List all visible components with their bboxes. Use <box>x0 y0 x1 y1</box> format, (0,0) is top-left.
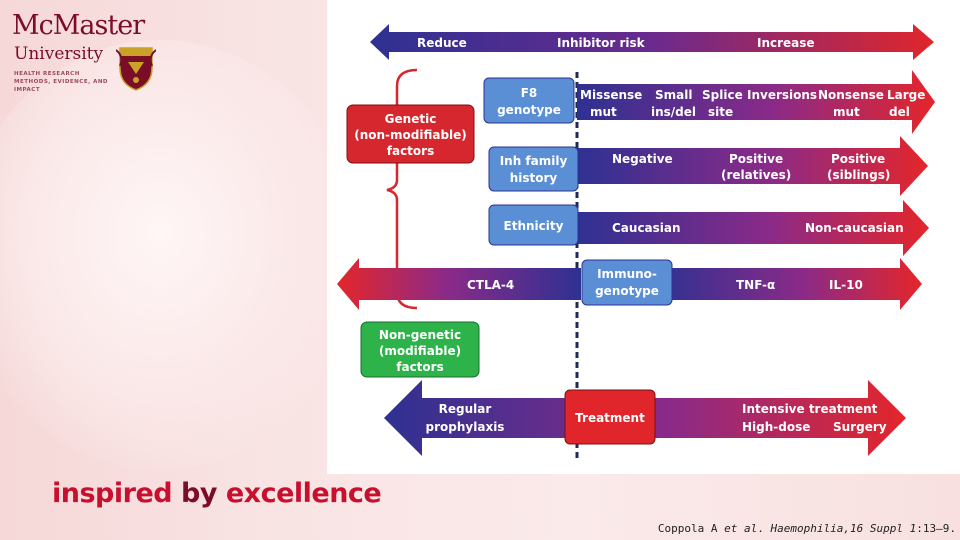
risk-reduce-label: Reduce <box>417 36 467 50</box>
citation-journal: Haemophilia <box>770 522 844 535</box>
nongenetic-box-line1: Non-genetic <box>379 328 461 342</box>
f8-item-missense-2: mut <box>590 105 617 119</box>
citation-etal: et al <box>724 522 758 535</box>
treatment-left-line1: Regular <box>439 402 492 416</box>
inh-family-siblings-line1: Positive <box>831 152 885 166</box>
treatment-label: Treatment <box>575 411 645 425</box>
slogan-part3: excellence <box>225 478 382 509</box>
risk-scale-arrow <box>370 24 934 60</box>
citation-prefix: Coppola A <box>657 522 725 535</box>
ethnicity-left: Caucasian <box>612 221 681 235</box>
immuno-label-line2: genotype <box>595 284 659 298</box>
citation-suffix: :13–9. <box>916 522 956 535</box>
f8-genotype-box <box>483 77 575 124</box>
inh-family-box <box>488 146 579 192</box>
f8-item-nonsense-1: Nonsense <box>818 88 884 102</box>
crest-icon <box>116 47 156 91</box>
treatment-left-line2: prophylaxis <box>426 420 505 434</box>
immuno-left: CTLA-4 <box>467 278 514 292</box>
inh-family-relatives-line1: Positive <box>729 152 783 166</box>
inh-family-siblings-line2: (siblings) <box>827 168 890 182</box>
f8-item-large-1: Large <box>887 88 925 102</box>
f8-item-inversions: Inversions <box>747 88 817 102</box>
department-name: HEALTH RESEARCH METHODS, EVIDENCE, AND I… <box>14 71 108 93</box>
immuno-right-arrow <box>657 258 922 310</box>
inhibitor-risk-diagram: Reduce Inhibitor risk Increase Genetic (… <box>337 24 935 462</box>
f8-item-nonsense-2: mut <box>833 105 860 119</box>
inh-family-relatives-line2: (relatives) <box>721 168 791 182</box>
treatment-right-line2a: High-dose <box>742 420 810 434</box>
inh-family-label-line1: Inh family <box>500 154 568 168</box>
ethnicity-label: Ethnicity <box>504 219 564 233</box>
f8-label-line2: genotype <box>497 103 561 117</box>
citation-mid: . <box>757 522 771 535</box>
slogan-part1: inspired <box>52 478 173 509</box>
f8-item-small-2: ins/del <box>651 105 696 119</box>
university-logo: McMaster University HEALTH RESEARCH METH… <box>10 8 160 93</box>
f8-label-line1: F8 <box>521 86 538 100</box>
treatment-box <box>564 389 656 445</box>
citation: Coppola A et al. Haemophilia,16 Suppl 1:… <box>658 522 956 535</box>
immunogenotype-box <box>581 259 673 306</box>
f8-item-small-1: Small <box>655 88 692 102</box>
logo-wordmark-line2: University <box>14 44 104 64</box>
genetic-box-line2: (non-modifiable) <box>354 128 467 142</box>
slogan: inspired by excellence <box>52 478 382 509</box>
genetic-box-line1: Genetic <box>385 112 437 126</box>
f8-items: Missense mut Small ins/del Splice site I… <box>580 88 925 119</box>
f8-item-missense-1: Missense <box>580 88 642 102</box>
citation-suffix-italic: ,16 Suppl 1 <box>843 522 917 535</box>
logo-wordmark-line1: McMaster <box>12 10 145 41</box>
nongenetic-box-line3: factors <box>396 360 443 374</box>
treatment-right-line2b: Surgery <box>833 420 887 434</box>
background-blob <box>0 40 360 470</box>
diagram-panel: Reduce Inhibitor risk Increase Genetic (… <box>327 0 960 474</box>
nongenetic-box-line2: (modifiable) <box>379 344 461 358</box>
genetic-box-line3: factors <box>387 144 434 158</box>
immuno-label-line1: Immuno- <box>597 267 657 281</box>
immuno-mid: TNF-α <box>736 278 775 292</box>
ethnicity-right: Non-caucasian <box>805 221 904 235</box>
inh-family-label-line2: history <box>510 171 558 185</box>
ethnicity-arrow <box>577 200 929 256</box>
treatment-right-line1: Intensive treatment <box>742 402 878 416</box>
risk-increase-label: Increase <box>757 36 815 50</box>
inh-family-negative: Negative <box>612 152 673 166</box>
immuno-right: IL-10 <box>829 278 863 292</box>
genetic-factors-box <box>346 104 475 164</box>
f8-item-splice-1: Splice <box>702 88 743 102</box>
slogan-part2: by <box>181 478 217 509</box>
risk-center-label: Inhibitor risk <box>557 36 646 50</box>
f8-item-splice-2: site <box>708 105 733 119</box>
ethnicity-box <box>488 204 579 246</box>
nongenetic-factors-box <box>360 321 480 378</box>
immuno-left-arrow <box>337 258 581 310</box>
inh-family-arrow <box>577 136 928 196</box>
f8-item-large-2: del <box>889 105 910 119</box>
f8-arrow <box>577 70 935 134</box>
